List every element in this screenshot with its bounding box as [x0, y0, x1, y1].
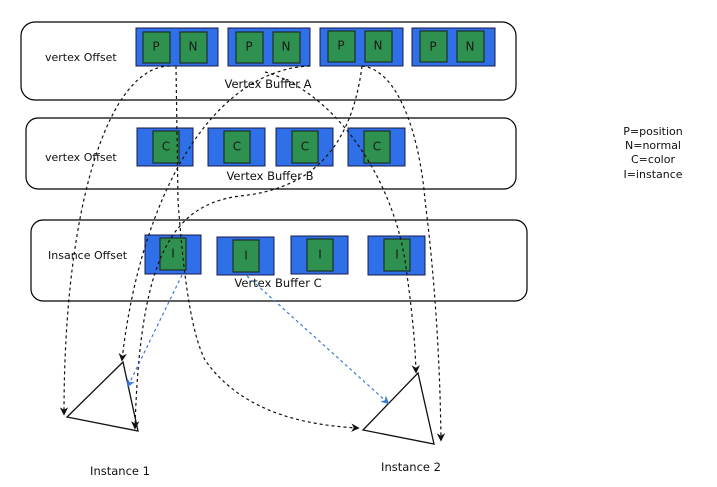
position-cell-label: P	[429, 40, 436, 54]
instance-2-label: Instance 2	[381, 460, 441, 474]
position-cell-label: P	[245, 40, 252, 54]
instance-cell-label: I	[318, 248, 322, 262]
instance-1: Instance 1	[65, 360, 150, 478]
buffer-c-slot: I	[290, 235, 349, 275]
normal-cell	[456, 30, 485, 63]
lane-c-buffer-label: Vertex Buffer C	[234, 276, 321, 290]
lane-c-offset-label: Insance Offset	[48, 249, 128, 262]
color-cell-label: C	[233, 140, 241, 154]
position-cell	[327, 30, 356, 63]
instance-cell	[159, 237, 187, 271]
legend-item-normal: N=normal	[625, 139, 681, 152]
instance-2-triangle	[361, 371, 435, 445]
instance-cell-label: I	[395, 248, 399, 262]
legend-item-color: C=color	[631, 153, 675, 166]
buffer-a-slot: P N	[227, 27, 311, 67]
position-cell	[419, 30, 448, 63]
legend-item-position: P=position	[623, 125, 682, 138]
connector-instance-data-1	[127, 274, 183, 388]
buffer-b-slot: C	[275, 127, 334, 167]
buffer-a-slot: P N	[135, 27, 219, 67]
color-cell	[223, 130, 251, 164]
color-cell	[363, 130, 391, 164]
lane-b-offset-label: vertex Offset	[45, 151, 117, 164]
lane-vertex-buffer-a: vertex Offset Vertex Buffer A P N P N P …	[20, 21, 517, 101]
normal-cell	[272, 31, 301, 64]
color-cell-label: C	[301, 140, 309, 154]
connector-a3-to-instance-1	[131, 65, 363, 430]
normal-cell-label: N	[466, 40, 475, 54]
color-cell-label: C	[162, 140, 170, 154]
normal-cell	[364, 30, 393, 63]
connector-a3-normal-to-instance-2	[361, 65, 446, 442]
lane-a-buffer-label: Vertex Buffer A	[224, 77, 311, 91]
buffer-b-slot: C	[136, 127, 194, 167]
buffer-c-slot: I	[216, 236, 275, 276]
lane-vertex-buffer-c: Insance Offset Vertex Buffer C I I I I	[30, 219, 528, 302]
normal-cell-label: N	[282, 40, 291, 54]
instance-cell-label: I	[244, 249, 248, 263]
legend: P=position N=normal C=color I=instance	[623, 125, 682, 181]
connector-normal-to-instance-2	[175, 65, 360, 432]
instance-cell	[306, 238, 334, 272]
lane-a-offset-label: vertex Offset	[45, 51, 117, 64]
buffer-b-slot: C	[347, 127, 406, 167]
lane-vertex-buffer-b: vertex Offset Vertex Buffer B C C C C	[25, 117, 517, 190]
instance-2: Instance 2	[361, 371, 441, 474]
instance-cell-label: I	[171, 247, 175, 261]
position-cell-label: P	[337, 39, 344, 53]
color-cell	[152, 130, 180, 164]
position-cell-label: P	[152, 40, 159, 54]
legend-item-instance: I=instance	[623, 168, 682, 181]
buffer-b-slot: C	[207, 127, 266, 167]
normal-cell-label: N	[374, 39, 383, 53]
color-cell-label: C	[373, 140, 381, 154]
instance-1-label: Instance 1	[90, 464, 150, 478]
lane-b-buffer-label: Vertex Buffer B	[226, 169, 313, 183]
connector-position-to-instance-1	[59, 65, 171, 416]
connector-a2-to-instance-2	[264, 71, 420, 374]
connector-instance-data-2	[246, 275, 390, 405]
instance-cell	[232, 239, 260, 273]
normal-cell	[179, 31, 208, 64]
position-cell	[142, 31, 171, 64]
position-cell	[235, 31, 264, 64]
buffer-c-slot: I	[144, 234, 202, 275]
color-cell	[291, 130, 319, 164]
buffer-a-slot: P N	[319, 27, 404, 67]
buffer-c-slot: I	[367, 235, 426, 276]
normal-cell-label: N	[189, 40, 198, 54]
instance-cell	[383, 238, 411, 272]
connector-a2-to-instance-1	[118, 65, 311, 362]
buffer-a-slot: P N	[411, 27, 496, 67]
instance-1-triangle	[65, 360, 139, 432]
